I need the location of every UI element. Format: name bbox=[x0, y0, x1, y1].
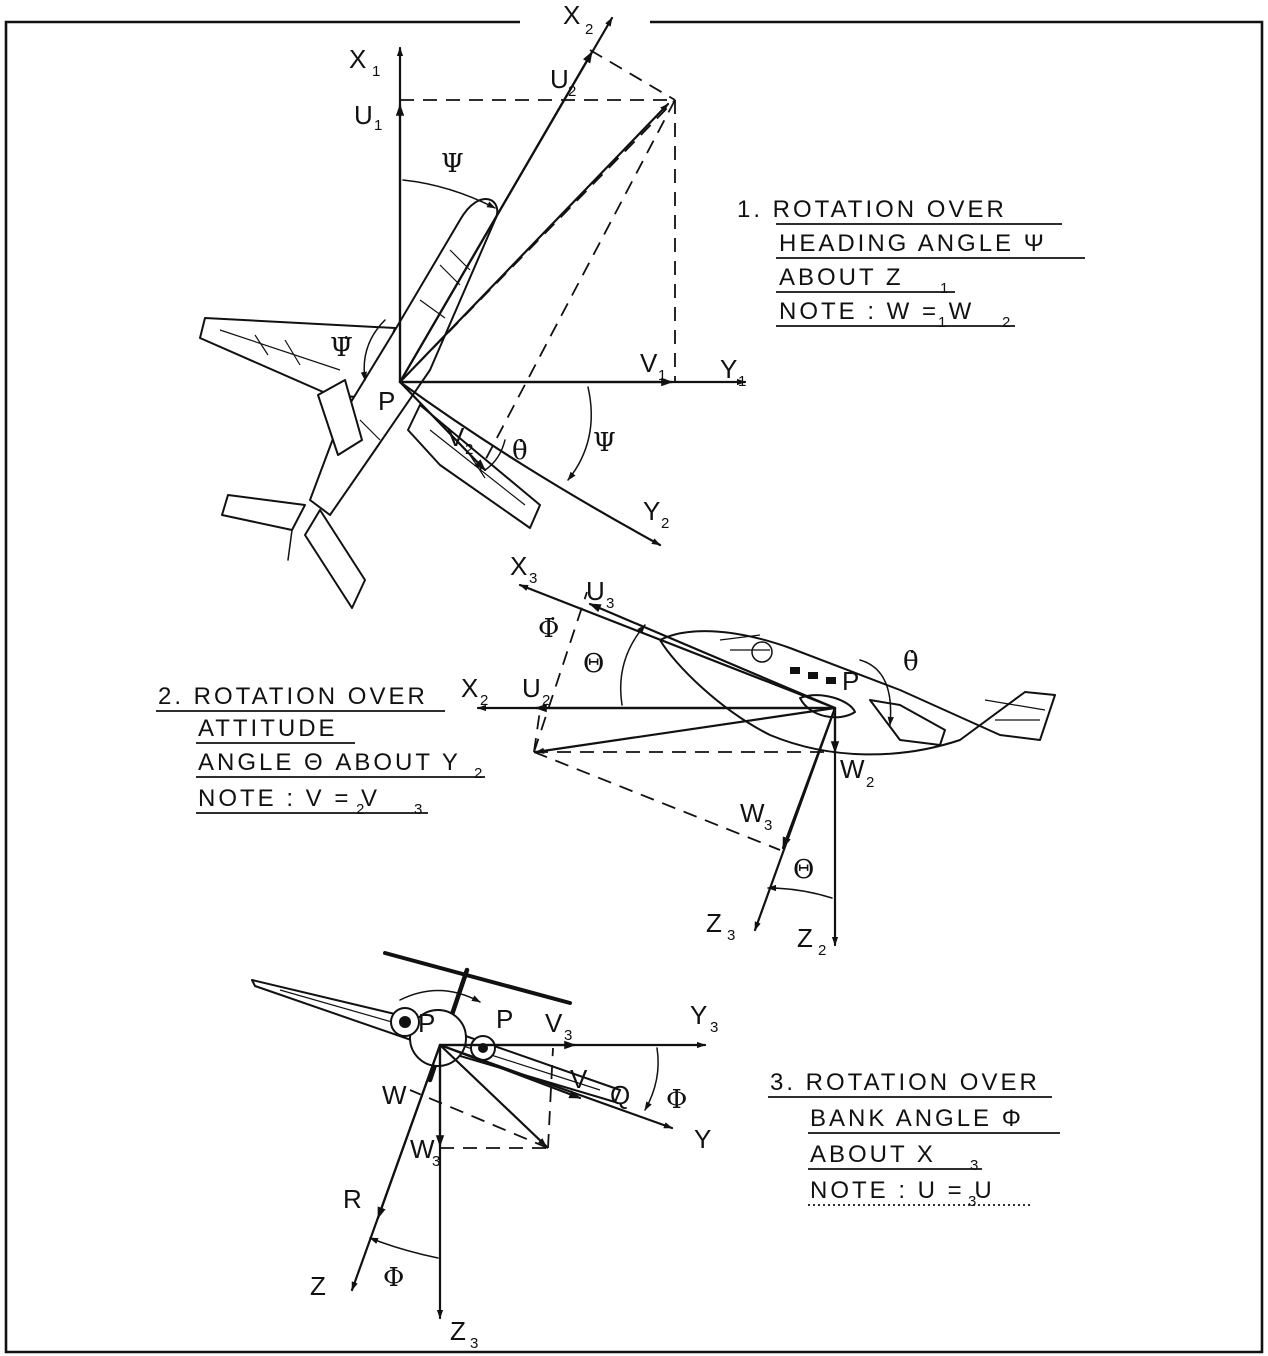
label-w3-panel3: W bbox=[410, 1134, 435, 1164]
svg-text:1: 1 bbox=[940, 280, 948, 297]
svg-text:3: 3 bbox=[414, 801, 422, 818]
svg-text:2: 2 bbox=[585, 21, 593, 38]
svg-text:3: 3 bbox=[470, 1335, 478, 1352]
label-phi-bottom: Φ bbox=[383, 1263, 404, 1293]
label-v2: V bbox=[447, 422, 465, 452]
svg-text:2: 2 bbox=[866, 774, 874, 791]
label-psi-dot: Ψ̇ bbox=[330, 333, 353, 363]
svg-text:2: 2 bbox=[542, 692, 550, 709]
label-u2-panel2: U bbox=[522, 673, 541, 703]
svg-text:2: 2 bbox=[465, 441, 473, 458]
label-roll-rate-p: P bbox=[496, 1004, 513, 1034]
panel-attitude-rotation: X 3 U 3 X 2 U 2 Φ̇ Θ P θ̇ W 2 W 3 Θ Z 3 … bbox=[156, 551, 1056, 959]
svg-text:1: 1 bbox=[658, 367, 666, 384]
svg-text:2: 2 bbox=[661, 515, 669, 532]
svg-text:1: 1 bbox=[372, 63, 380, 80]
label-point-p-panel3: P bbox=[418, 1008, 435, 1038]
panel-heading-rotation: X 1 X 2 U 1 U 2 V 1 V 2 Y 1 Y 2 P Ψ Ψ Ψ̇… bbox=[199, 0, 1085, 609]
caption2-line3: ANGLE Θ ABOUT Y bbox=[198, 749, 461, 776]
label-z3-panel3: Z bbox=[450, 1316, 466, 1346]
aircraft-side-view-icon bbox=[659, 630, 1056, 756]
caption1-line1: 1. ROTATION OVER bbox=[737, 196, 1007, 223]
svg-text:2: 2 bbox=[1002, 314, 1010, 331]
caption3-line3: ABOUT X bbox=[810, 1141, 936, 1168]
label-phi-dot: Φ̇ bbox=[538, 614, 559, 644]
svg-text:3: 3 bbox=[970, 1157, 978, 1174]
panel-bank-rotation: P P V 3 Y 3 V Q Φ Y W W 3 R Z Φ Z 3 3. R… bbox=[251, 951, 1060, 1352]
caption1-line4: NOTE : W = W bbox=[779, 298, 974, 325]
caption1-line3: ABOUT Z bbox=[779, 264, 904, 291]
svg-text:3: 3 bbox=[968, 1193, 976, 1210]
label-q: Q bbox=[610, 1080, 630, 1110]
frame bbox=[4, 20, 1264, 1354]
svg-text:2: 2 bbox=[474, 765, 482, 782]
caption-panel1: 1. ROTATION OVER HEADING ANGLE Ψ ABOUT Z… bbox=[737, 196, 1085, 331]
svg-text:1: 1 bbox=[374, 117, 382, 134]
svg-text:3: 3 bbox=[764, 817, 772, 834]
label-v3: V bbox=[545, 1008, 563, 1038]
caption3-line4: NOTE : U = U bbox=[810, 1177, 995, 1204]
label-theta-bottom: Θ bbox=[793, 855, 814, 885]
label-x2-panel2: X bbox=[461, 673, 478, 703]
svg-text:2: 2 bbox=[480, 692, 488, 709]
label-psi-top: Ψ bbox=[441, 149, 464, 179]
svg-text:3: 3 bbox=[710, 1019, 718, 1036]
label-x1: X bbox=[349, 44, 366, 74]
label-v: V bbox=[570, 1064, 588, 1094]
label-y: Y bbox=[694, 1124, 711, 1154]
caption3-line2: BANK ANGLE Φ bbox=[810, 1105, 1024, 1132]
svg-text:3: 3 bbox=[432, 1153, 440, 1170]
label-u3: U bbox=[586, 576, 605, 606]
aircraft-front-view-icon bbox=[251, 951, 621, 1103]
label-y1: Y bbox=[720, 354, 737, 384]
label-x2: X bbox=[563, 0, 580, 30]
caption-panel3: 3. ROTATION OVER BANK ANGLE Φ ABOUT X 3 … bbox=[768, 1069, 1060, 1210]
svg-text:1: 1 bbox=[738, 373, 746, 390]
label-w: W bbox=[382, 1080, 407, 1110]
caption1-line2: HEADING ANGLE Ψ bbox=[779, 230, 1047, 257]
caption2-line2: ATTITUDE bbox=[198, 715, 338, 742]
label-u1: U bbox=[354, 100, 373, 130]
aircraft-top-view-icon bbox=[199, 198, 541, 609]
svg-text:3: 3 bbox=[564, 1027, 572, 1044]
caption2-line1: 2. ROTATION OVER bbox=[158, 683, 428, 710]
label-w3: W bbox=[740, 798, 765, 828]
caption2-line4: NOTE : V = V bbox=[198, 785, 380, 812]
caption-panel2: 2. ROTATION OVER ATTITUDE ANGLE Θ ABOUT … bbox=[156, 683, 485, 818]
svg-text:1: 1 bbox=[938, 314, 946, 331]
caption3-line1: 3. ROTATION OVER bbox=[770, 1069, 1040, 1096]
label-theta-left: Θ bbox=[583, 649, 604, 679]
svg-text:3: 3 bbox=[529, 570, 537, 587]
svg-text:3: 3 bbox=[606, 595, 614, 612]
label-theta-dot-panel2: θ̇ bbox=[903, 647, 919, 677]
label-theta-dot: θ̇ bbox=[512, 436, 528, 466]
svg-text:2: 2 bbox=[568, 83, 576, 100]
label-x3: X bbox=[510, 551, 527, 581]
label-y2: Y bbox=[643, 496, 660, 526]
label-r: R bbox=[343, 1184, 362, 1214]
label-z3-panel2: Z bbox=[706, 908, 722, 938]
label-psi-right: Ψ bbox=[593, 428, 616, 458]
label-w2: W bbox=[840, 754, 865, 784]
label-point-p-panel2: P bbox=[842, 666, 859, 696]
svg-text:3: 3 bbox=[727, 927, 735, 944]
label-point-p: P bbox=[378, 386, 395, 416]
label-z2: Z bbox=[797, 923, 813, 953]
svg-text:2: 2 bbox=[818, 942, 826, 959]
svg-text:2: 2 bbox=[356, 801, 364, 818]
label-z: Z bbox=[310, 1271, 326, 1301]
label-y3: Y bbox=[690, 1000, 707, 1030]
label-v1: V bbox=[640, 348, 658, 378]
label-phi-right: Φ bbox=[666, 1085, 687, 1115]
label-u2: U bbox=[550, 64, 569, 94]
